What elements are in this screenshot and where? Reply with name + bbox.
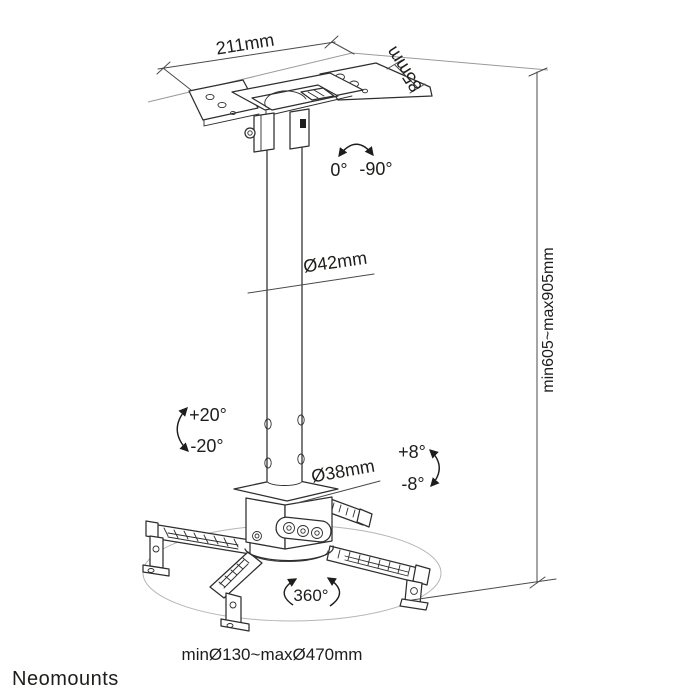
arm-front-left [209,551,263,632]
rotation-arrow-left [283,578,298,606]
rotation-arrow-right [326,577,341,607]
telescopic-tube [264,139,305,486]
head-bracket [233,477,339,550]
plate-width-label: 211mm [215,30,276,59]
fine-tilt-annotation: +8° -8° [398,442,440,494]
swivel-plus-label: +20° [189,405,227,425]
fine-tilt-plus-label: +8° [398,442,426,462]
tilt-minus90-label: -90° [359,159,392,179]
fine-tilt-minus-label: -8° [401,474,424,494]
neomounts-logo: Neomounts [12,668,119,690]
tilt-zero-label: 0° [330,160,347,180]
projector-ceiling-mount-illustration [142,62,442,632]
rotation-annotation: 360° [283,577,341,607]
fine-tilt-arc-arrow [429,449,440,488]
upper-tube-diameter-label: Ø42mm [302,248,368,277]
tilt-arc-arrow [338,143,374,158]
height-range-label: min605~max905mm [540,247,557,392]
arm-back-left [142,520,251,577]
tilt-range-annotation: 0° -90° [330,143,393,180]
ceiling-plate [188,62,433,153]
lower-tube-diameter-label: Ø38mm [310,456,377,487]
dimension-height-range: min605~max905mm [411,67,557,601]
swivel-arc-arrow [176,406,189,452]
arm-back-right [324,497,373,528]
swivel-range-annotation: +20° -20° [176,405,227,456]
swivel-minus-label: -20° [190,436,223,456]
swivel-disc [244,545,334,563]
rotation-range-label: 360° [293,586,328,605]
projector-mount-range-label: minØ130~maxØ470mm [182,645,363,664]
arm-front-right [326,545,431,611]
